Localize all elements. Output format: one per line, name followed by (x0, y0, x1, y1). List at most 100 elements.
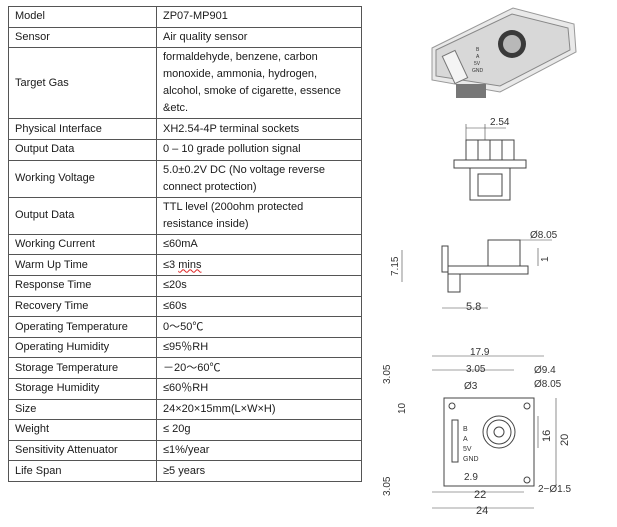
spec-value: ZP07-MP901 (156, 6, 362, 28)
photo-pin-b: B (476, 47, 480, 53)
spec-key: Life Span (8, 460, 157, 482)
spec-value: Air quality sensor (156, 26, 362, 49)
dim-2-9: 2.9 (464, 472, 478, 483)
spec-value-flagged: mins (178, 258, 202, 271)
spec-value: ≤3 mins (156, 254, 362, 276)
spec-value-line: formaldehyde, benzene, carbon (163, 51, 318, 64)
spec-value: ≤60s (156, 295, 362, 318)
dim-pitch: 2.54 (490, 117, 510, 128)
spec-row: Warm Up Time≤3 mins (8, 254, 362, 276)
spec-key: Model (8, 6, 157, 28)
spec-value-line: 5.0±0.2V DC (No voltage reverse (163, 163, 325, 176)
spec-row: Operating Humidity≤95％RH (8, 336, 362, 359)
dim-side-dia: Ø8.05 (530, 230, 558, 241)
spec-row: Recovery Time≤60s (8, 295, 362, 318)
spec-value: ≤1%/year (156, 439, 362, 462)
spec-row: Output Data TTL level (200ohm protected re… (8, 196, 362, 235)
spec-key: Storage Humidity (8, 377, 157, 400)
dim-3-05-bottom: 3.05 (382, 476, 393, 496)
spec-row: Weight≤ 20g (8, 419, 362, 441)
spec-key: Recovery Time (8, 295, 157, 318)
connector-view: 2.54 (453, 117, 527, 201)
spec-row: Storage Humidity≤60％RH (8, 377, 362, 400)
spec-key: Target Gas (8, 47, 157, 120)
spec-value: 0～50℃ (156, 316, 362, 338)
spec-value-line: resistance inside) (163, 217, 249, 230)
spec-key: Weight (8, 419, 157, 441)
spec-value: ≤60mA (156, 233, 362, 256)
spec-key: Sensitivity Attenuator (8, 439, 157, 462)
dim-3-05-top: 3.05 (466, 364, 486, 375)
dim-side-height: 7.15 (390, 256, 401, 276)
spec-value-line: &etc. (163, 102, 189, 115)
spec-row: Storage Temperature－20～60℃ (8, 357, 362, 379)
spec-key: Response Time (8, 274, 157, 297)
pin-label-gnd: GND (463, 456, 479, 463)
pin-label-b: B (463, 426, 468, 433)
spec-key: Output Data (8, 138, 157, 161)
spec-value-line: connect protection) (163, 180, 257, 193)
spec-key: Size (8, 398, 157, 421)
dim-phi3: Ø3 (464, 381, 478, 392)
side-view: 7.15 Ø8.05 1 5.8 (390, 230, 558, 313)
spec-value-line: alcohol, smoke of cigarette, essence (163, 85, 341, 98)
spec-value: 0 ‒ 10 grade pollution signal (156, 138, 362, 161)
spec-key: Physical Interface (8, 118, 157, 140)
pin-label-a: A (463, 436, 468, 443)
dim-side-width: 5.8 (466, 301, 481, 313)
dim-phi9-4: Ø9.4 (534, 365, 556, 376)
mechanical-drawings: B A 5V GND 2.54 7.15 Ø8.05 1 5.8 1 (382, 7, 577, 517)
sensor-photo: B A 5V GND (431, 7, 577, 98)
spec-row: Sensitivity Attenuator≤1%/year (8, 439, 362, 462)
spec-key: Output Data (8, 196, 157, 235)
spec-value-line: monoxide, ammonia, hydrogen, (163, 68, 318, 81)
spec-value: 24×20×15mm(L×W×H) (156, 398, 362, 421)
spec-value: ≤20s (156, 274, 362, 297)
spec-row: Response Time≤20s (8, 274, 362, 297)
spec-key: Sensor (8, 26, 157, 49)
dim-17-9: 17.9 (470, 347, 490, 358)
spec-value: －20～60℃ (156, 357, 362, 379)
dim-side-one: 1 (540, 256, 551, 262)
spec-value: ≥5 years (156, 460, 362, 482)
spec-key: Working Voltage (8, 159, 157, 198)
dim-phi8-05: Ø8.05 (534, 379, 562, 390)
dim-3-05-left: 3.05 (382, 364, 393, 384)
photo-pin-5v: 5V (474, 61, 481, 67)
spec-key: Warm Up Time (8, 254, 157, 276)
dim-10: 10 (397, 402, 408, 414)
spec-value: 5.0±0.2V DC (No voltage reverse connect p… (156, 159, 362, 198)
spec-value-line: TTL level (200ohm protected (163, 200, 304, 213)
spec-value: formaldehyde, benzene, carbon monoxide, a… (156, 47, 362, 120)
spec-key: Storage Temperature (8, 357, 157, 379)
dim-24: 24 (476, 505, 488, 517)
dim-16: 16 (541, 430, 553, 442)
spec-value: ≤ 20g (156, 419, 362, 441)
spec-key: Working Current (8, 233, 157, 256)
spec-row: Life Span≥5 years (8, 460, 362, 482)
spec-row: Working Current≤60mA (8, 233, 362, 256)
top-view: 17.9 3.05 3.05 Ø3 Ø9.4 Ø8.05 10 B A 5V G… (382, 347, 572, 517)
dim-20: 20 (559, 434, 571, 446)
spec-key: Operating Humidity (8, 336, 157, 359)
pin-label-5v: 5V (463, 446, 472, 453)
spec-value: XH2.54-4P terminal sockets (156, 118, 362, 140)
spec-value-text: ≤3 (163, 258, 179, 271)
spec-value: ≤95％RH (156, 336, 362, 359)
dim-22: 22 (474, 489, 486, 501)
photo-pin-a: A (476, 54, 480, 60)
spec-key: Operating Temperature (8, 316, 157, 338)
dim-holes: 2−Ø1.5 (538, 484, 572, 495)
photo-pin-gnd: GND (472, 68, 484, 74)
spec-value: TTL level (200ohm protected resistance in… (156, 196, 362, 235)
spec-row: Target Gas formaldehyde, benzene, carbon m… (8, 47, 362, 120)
